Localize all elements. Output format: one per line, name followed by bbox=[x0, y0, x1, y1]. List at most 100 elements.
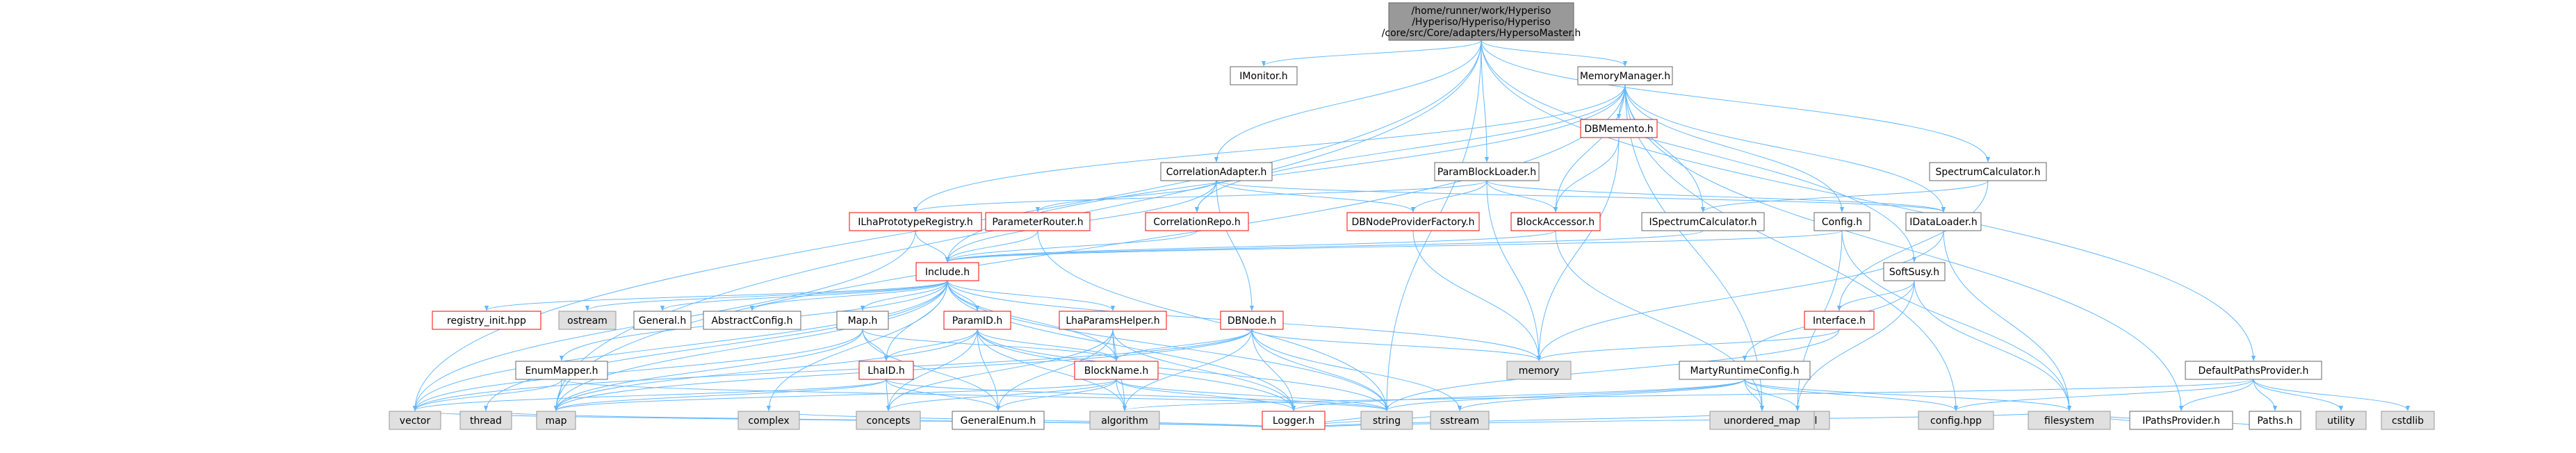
node-sstream: sstream bbox=[1430, 411, 1490, 430]
node-box bbox=[1262, 411, 1326, 430]
edge-include-to-paramid bbox=[947, 280, 980, 311]
edge-paramblockloader-to-ilhaprototyperegistry bbox=[913, 180, 1487, 213]
node-maph[interactable]: Map.h bbox=[836, 311, 889, 330]
node-memory: memory bbox=[1506, 361, 1572, 380]
node-label: thread bbox=[470, 415, 502, 427]
node-box bbox=[1220, 311, 1284, 330]
edge-spectrumcalculator-to-interface bbox=[1836, 180, 1989, 311]
edge-paramid-to-lhaid bbox=[883, 329, 978, 361]
graph-nodes: /home/runner/work/Hyperiso/Hyperiso/Hype… bbox=[389, 2, 2435, 430]
node-vector: vector bbox=[389, 411, 441, 430]
edge-blockname-to-string bbox=[1116, 379, 1389, 411]
node-softsusy[interactable]: SoftSusy.h bbox=[1883, 262, 1946, 281]
edge-lhaparamshelper-to-concepts bbox=[886, 329, 1114, 411]
node-idataloader[interactable]: IDataLoader.h bbox=[1905, 212, 1982, 231]
node-pathsh[interactable]: Paths.h bbox=[2249, 411, 2301, 430]
node-box bbox=[1506, 361, 1572, 380]
node-box bbox=[459, 411, 512, 430]
node-box bbox=[836, 311, 889, 330]
edge-blockaccessor-to-include bbox=[945, 230, 1556, 263]
node-enummapper[interactable]: EnumMapper.h bbox=[515, 361, 608, 380]
node-ispectrumcalculator[interactable]: ISpectrumCalculator.h bbox=[1641, 212, 1765, 231]
node-label: ParameterRouter.h bbox=[992, 217, 1083, 228]
node-imonitor[interactable]: IMonitor.h bbox=[1230, 66, 1298, 85]
node-ilhaprototyperegistry[interactable]: ILhaPrototypeRegistry.h bbox=[849, 212, 982, 231]
node-paramblockloader[interactable]: ParamBlockLoader.h bbox=[1434, 162, 1540, 181]
node-ipathsprovider[interactable]: IPathsProvider.h bbox=[2129, 411, 2233, 430]
node-lhaparamshelper[interactable]: LhaParamsHelper.h bbox=[1059, 311, 1167, 330]
node-label: DefaultPathsProvider.h bbox=[2199, 365, 2309, 377]
edge-dbmemento-to-blockaccessor bbox=[1553, 137, 1620, 213]
node-include[interactable]: Include.h bbox=[915, 262, 979, 281]
node-dbnode[interactable]: DBNode.h bbox=[1220, 311, 1284, 330]
node-label: ostream bbox=[567, 315, 608, 327]
node-dbnodeproviderfactory[interactable]: DBNodeProviderFactory.h bbox=[1346, 212, 1480, 231]
node-spectrumcalculator[interactable]: SpectrumCalculator.h bbox=[1929, 162, 2047, 181]
node-string: string bbox=[1360, 411, 1413, 430]
node-box bbox=[2315, 411, 2367, 430]
node-utility: utility bbox=[2315, 411, 2367, 430]
node-logger[interactable]: Logger.h bbox=[1262, 411, 1326, 430]
edge-lhaid-to-concepts bbox=[886, 379, 891, 411]
node-lhaid[interactable]: LhaID.h bbox=[858, 361, 914, 380]
node-correlationrepo[interactable]: CorrelationRepo.h bbox=[1145, 212, 1249, 231]
node-root[interactable]: /home/runner/work/Hyperiso/Hyperiso/Hype… bbox=[1382, 2, 1581, 41]
node-dbmemento[interactable]: DBMemento.h bbox=[1580, 119, 1658, 138]
node-correlationadapter[interactable]: CorrelationAdapter.h bbox=[1160, 162, 1273, 181]
edge-ispectrumcalculator-to-include bbox=[945, 230, 1704, 263]
node-box bbox=[1804, 311, 1875, 330]
edge-paramblockloader-to-memory bbox=[1486, 180, 1542, 361]
node-label: memory bbox=[1519, 365, 1560, 377]
node-label: CorrelationAdapter.h bbox=[1166, 167, 1267, 178]
node-box bbox=[1145, 212, 1249, 231]
edge-martyruntimeconfig-to-optional bbox=[1744, 379, 1800, 411]
node-memorymanager[interactable]: MemoryManager.h bbox=[1577, 66, 1673, 85]
edge-lhaparamshelper-to-generalenum bbox=[995, 329, 1114, 411]
node-paramid[interactable]: ParamID.h bbox=[943, 311, 1011, 330]
node-label: LhaParamsHelper.h bbox=[1066, 315, 1159, 327]
edge-memorymanager-to-config bbox=[1624, 84, 1845, 213]
edge-maph-to-vector bbox=[412, 329, 863, 411]
node-label: GeneralEnum.h bbox=[961, 415, 1036, 427]
node-config[interactable]: Config.h bbox=[1813, 212, 1870, 231]
edge-include-to-thread bbox=[483, 280, 948, 411]
node-blockaccessor[interactable]: BlockAccessor.h bbox=[1510, 212, 1601, 231]
edge-blockname-to-concepts bbox=[886, 379, 1117, 411]
node-label: CorrelationRepo.h bbox=[1153, 217, 1240, 228]
edge-root-to-spectrumcalculator bbox=[1481, 40, 1991, 163]
node-general[interactable]: General.h bbox=[633, 311, 692, 330]
node-algorithm: algorithm bbox=[1089, 411, 1160, 430]
node-label: SoftSusy.h bbox=[1889, 267, 1939, 278]
node-label: utility bbox=[2327, 415, 2355, 427]
node-blockname[interactable]: BlockName.h bbox=[1074, 361, 1159, 380]
node-box bbox=[952, 411, 1045, 430]
edge-defaultpathsprovider-to-ipathsprovider bbox=[2178, 379, 2254, 411]
edge-root-to-softsusy bbox=[1481, 40, 1917, 263]
edge-spectrumcalculator-to-ispectrumcalculator bbox=[1700, 180, 1989, 213]
node-label: BlockAccessor.h bbox=[1517, 217, 1595, 228]
node-abstractconfig[interactable]: AbstractConfig.h bbox=[703, 311, 801, 330]
node-box bbox=[985, 212, 1091, 231]
edge-parameterrouter-to-include bbox=[945, 230, 1038, 263]
node-box bbox=[2028, 411, 2111, 430]
edge-include-to-maph bbox=[860, 280, 948, 311]
node-registry_init[interactable]: registry_init.hpp bbox=[432, 311, 541, 330]
node-martyruntimeconfig[interactable]: MartyRuntimeConfig.h bbox=[1679, 361, 1811, 380]
node-defaultpathsprovider[interactable]: DefaultPathsProvider.h bbox=[2185, 361, 2322, 380]
edge-softsusy-to-optional bbox=[1795, 280, 1915, 411]
edge-include-to-registry_init bbox=[484, 280, 948, 311]
node-generalenum[interactable]: GeneralEnum.h bbox=[952, 411, 1045, 430]
edge-softsusy-to-filesystem bbox=[1914, 280, 2072, 411]
edge-dbnode-to-memory bbox=[1251, 329, 1542, 361]
edge-blockname-to-map bbox=[554, 379, 1117, 411]
node-label: IMonitor.h bbox=[1239, 71, 1287, 82]
edge-dbnode-to-algorithm bbox=[1122, 329, 1253, 411]
node-box bbox=[1679, 361, 1811, 380]
node-parameterrouter[interactable]: ParameterRouter.h bbox=[985, 212, 1091, 231]
node-interface[interactable]: Interface.h bbox=[1804, 311, 1875, 330]
node-label: concepts bbox=[866, 415, 910, 427]
edge-lhaid-to-string bbox=[886, 379, 1389, 411]
node-label: IPathsProvider.h bbox=[2142, 415, 2220, 427]
edge-include-to-vector bbox=[412, 280, 948, 411]
edge-config-to-include bbox=[945, 230, 1843, 263]
